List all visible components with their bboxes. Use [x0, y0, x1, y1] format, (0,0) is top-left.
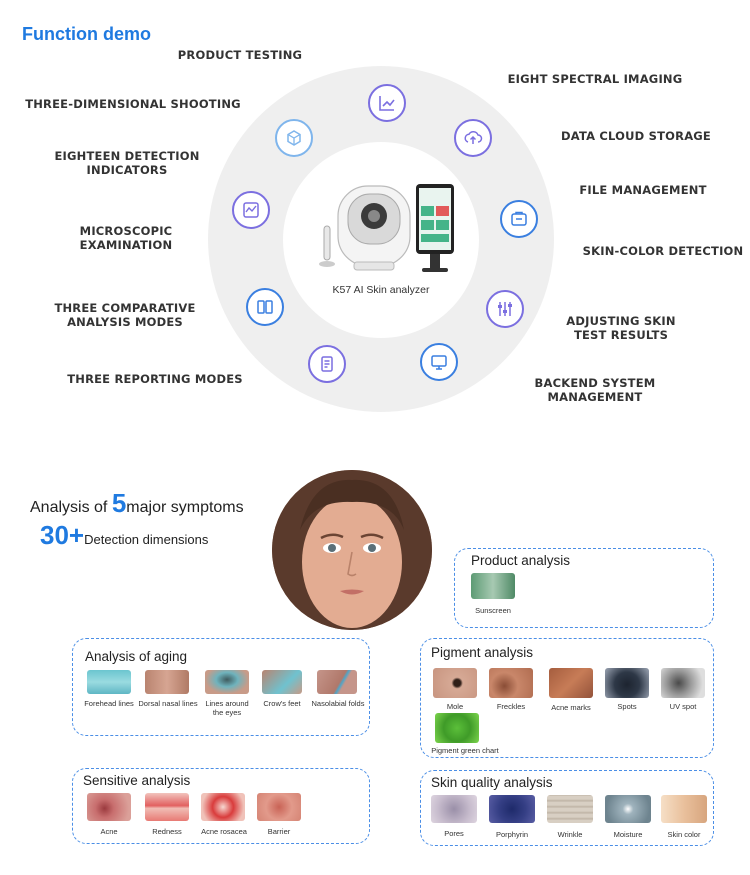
clipboard-icon: [321, 356, 333, 372]
feature-microscopic: MICROSCOPIC EXAMINATION: [79, 224, 173, 252]
feature-skin-color: SKIN-COLOR DETECTION: [582, 244, 744, 258]
dimensions-label: Detection dimensions: [84, 532, 209, 547]
thumbnail-label: Nasolabial folds: [311, 699, 365, 708]
thumbnail-label: Acne rosacea: [201, 827, 247, 836]
feature-three-dimensional: THREE-DIMENSIONAL SHOOTING: [25, 97, 241, 111]
thumbnail-label: Crow's feet: [263, 699, 301, 708]
split-compare-icon: [257, 300, 273, 314]
feature-eighteen-indicators: EIGHTEEN DETECTION INDICATORS: [54, 149, 200, 177]
card-title: Product analysis: [471, 553, 571, 568]
acne-rosacea-thumbnail: [201, 793, 245, 821]
thumbnail-label: Acne marks: [551, 703, 591, 712]
dorsal-nasal-thumbnail: [145, 670, 189, 694]
thumbnail-label: Wrinkle: [557, 830, 583, 839]
skin-quality-analysis-card: Skin quality analysis Pores Porphyrin Wr…: [420, 770, 714, 846]
feature-comparative-modes: THREE COMPARATIVE ANALYSIS MODES: [54, 301, 196, 329]
crows-feet-thumbnail: [262, 670, 302, 694]
feature-reporting-modes: THREE REPORTING MODES: [67, 372, 243, 386]
freckles-thumbnail: [489, 668, 533, 698]
thumbnail-label: Sunscreen: [475, 606, 511, 615]
compare-node: [246, 288, 284, 326]
mole-thumbnail: [433, 668, 477, 698]
nasolabial-thumbnail: [317, 670, 357, 694]
pores-thumbnail: [431, 795, 477, 823]
folder-node: [500, 200, 538, 238]
headline-prefix: Analysis of: [30, 499, 112, 516]
thumbnail-label: Redness: [152, 827, 182, 836]
dimensions-count: 30+: [40, 520, 85, 550]
cloud-upload-icon: [464, 131, 483, 144]
monitor-icon: [431, 355, 447, 370]
redness-thumbnail: [145, 793, 189, 821]
headline-suffix: major symptoms: [126, 499, 244, 516]
feature-backend: BACKEND SYSTEM MANAGEMENT: [534, 376, 656, 404]
card-title: Skin quality analysis: [431, 775, 553, 790]
dimensions-headline: 30+Detection dimensions: [40, 520, 208, 551]
thumbnail-label: Pores: [444, 829, 464, 838]
card-title: Analysis of aging: [85, 649, 188, 664]
card-title: Sensitive analysis: [83, 773, 191, 788]
forehead-lines-thumbnail: [87, 670, 131, 694]
sliders-node: [486, 290, 524, 328]
thumbnail-label: Skin color: [667, 830, 701, 839]
pigment-analysis-card: Pigment analysis Mole Freckles Acne mark…: [420, 638, 714, 758]
feature-product-testing: PRODUCT TESTING: [177, 48, 303, 62]
thumbnail-label: Moisture: [613, 830, 643, 839]
face-illustration: [272, 470, 432, 630]
thumbnail-label: Barrier: [267, 827, 291, 836]
face-portrait: [272, 470, 432, 630]
pigment-green-thumbnail: [435, 713, 479, 743]
thumbnail-label: Porphyrin: [495, 830, 529, 839]
symptoms-headline: Analysis of 5major symptoms: [30, 488, 244, 519]
thumbnail-label: Lines around the eyes: [205, 699, 249, 717]
monitor-node: [420, 343, 458, 381]
card-title: Pigment analysis: [431, 645, 534, 660]
headline-count: 5: [111, 488, 127, 518]
line-chart-icon: [379, 96, 395, 111]
sunscreen-thumbnail: [471, 573, 515, 599]
sensitive-analysis-card: Sensitive analysis Acne Redness Acne ros…: [72, 768, 370, 844]
skin-color-thumbnail: [661, 795, 707, 823]
feature-cloud-storage: DATA CLOUD STORAGE: [561, 129, 711, 143]
thumbnail-label: Mole: [446, 702, 464, 711]
section-title: Function demo: [22, 24, 151, 44]
thumbnail-label: Acne: [100, 827, 118, 836]
moisture-thumbnail: [605, 795, 651, 823]
feature-file-management: FILE MANAGEMENT: [579, 183, 707, 197]
feature-eight-spectral: EIGHT SPECTRAL IMAGING: [507, 72, 683, 86]
eye-lines-thumbnail: [205, 670, 249, 694]
report-node: [308, 345, 346, 383]
uv-spot-thumbnail: [661, 668, 705, 698]
cube-node: [275, 119, 313, 157]
porphyrin-thumbnail: [489, 795, 535, 823]
cube-icon: [287, 130, 301, 146]
spots-thumbnail: [605, 668, 649, 698]
product-analysis-card: Product analysis Sunscreen: [454, 548, 714, 628]
aging-analysis-card: Analysis of aging Forehead lines Dorsal …: [72, 638, 370, 736]
folder-icon: [511, 211, 527, 226]
thumbnail-label: Dorsal nasal lines: [138, 699, 198, 708]
skin-analyzer-device-image: [319, 184, 454, 272]
thumbnail-label: UV spot: [669, 702, 697, 711]
waveform-image-icon: [243, 202, 259, 218]
thumbnail-label: Pigment green chart: [431, 746, 499, 755]
thumbnail-label: Forehead lines: [84, 699, 134, 708]
feature-adjusting-results: ADJUSTING SKIN TEST RESULTS: [566, 314, 676, 342]
thumbnail-label: Freckles: [496, 702, 526, 711]
microscope-node: [232, 191, 270, 229]
barrier-thumbnail: [257, 793, 301, 821]
thumbnail-label: Spots: [617, 702, 637, 711]
wrinkle-thumbnail: [547, 795, 593, 823]
device-caption: K57 AI Skin analyzer: [332, 284, 430, 296]
cloud-node: [454, 119, 492, 157]
acne-thumbnail: [87, 793, 131, 821]
sliders-icon: [498, 302, 512, 316]
acne-marks-thumbnail: [549, 668, 593, 698]
chart-node: [368, 84, 406, 122]
